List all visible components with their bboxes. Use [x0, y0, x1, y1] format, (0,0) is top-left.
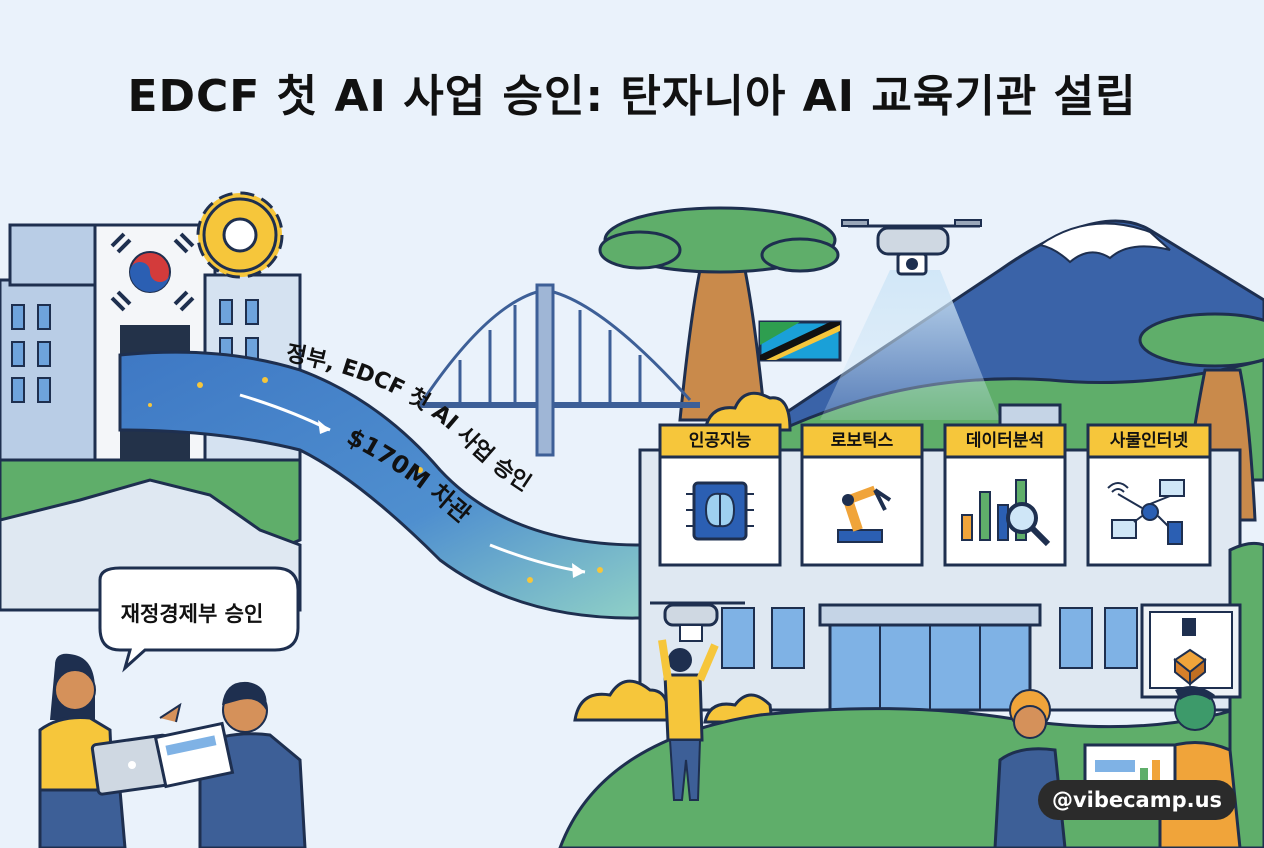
speech-bubble-text: 재정경제부 승인	[120, 602, 264, 626]
bridge	[418, 283, 700, 457]
card-ai	[658, 423, 782, 567]
baobab-tree	[598, 206, 840, 422]
watermark-badge: @vibecamp.us	[1038, 780, 1236, 820]
card-label-ai: 인공지능	[688, 431, 752, 451]
ai-chip-icon	[686, 481, 754, 541]
drone-light-beam	[820, 270, 1000, 420]
person-drone-operator	[650, 601, 745, 801]
drone-icon	[841, 219, 982, 276]
iot-network-icon	[1107, 479, 1185, 545]
bar-chart-magnifier-icon	[961, 479, 1051, 547]
3d-printer-icon	[1140, 603, 1242, 699]
official-man	[153, 681, 307, 848]
card-label-iot: 사물인터넷	[1109, 431, 1189, 451]
tanzania-flag	[758, 320, 842, 362]
speech-bubble	[98, 566, 300, 673]
page-title: EDCF 첫 AI 사업 승인: 탄자니아 AI 교육기관 설립	[127, 71, 1137, 122]
drone-icon	[650, 601, 745, 642]
card-label-robotics: 로보틱스	[830, 431, 894, 451]
card-label-data: 데이터분석	[965, 431, 1045, 451]
card-iot	[1086, 423, 1212, 567]
robot-arm-icon	[837, 485, 892, 543]
card-data	[943, 423, 1067, 567]
gear-icon	[196, 191, 284, 279]
korea-flag-emblem	[110, 232, 195, 312]
card-robotics	[800, 423, 924, 567]
official-woman	[38, 653, 175, 848]
